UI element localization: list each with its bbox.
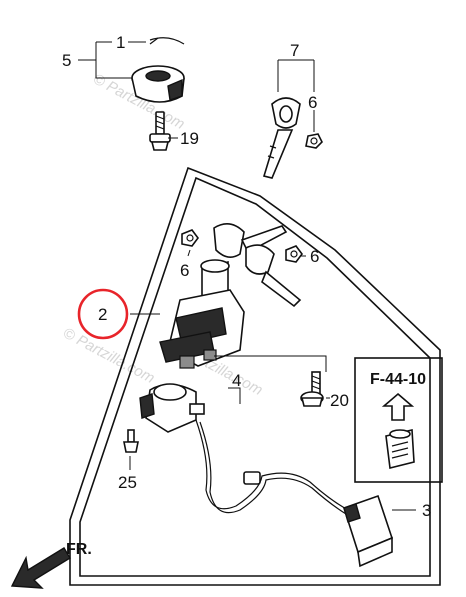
callout-6-left: 6 — [180, 261, 189, 280]
part-20-screw — [300, 371, 324, 407]
front-label: FR. — [66, 541, 92, 558]
part-5-cover-ring — [131, 65, 185, 103]
part-3-connector-box — [343, 494, 393, 568]
part-4-connector — [139, 383, 205, 433]
callout-3: 3 — [422, 501, 431, 520]
assembly-frame — [69, 166, 441, 586]
callout-7: 7 — [290, 41, 299, 60]
callout-20: 20 — [330, 391, 349, 410]
callout-4: 4 — [232, 371, 241, 390]
callout-19: 19 — [180, 129, 199, 148]
part-2-ignition-switch — [159, 223, 302, 369]
callout-6-upper: 6 — [308, 93, 317, 112]
up-arrow-icon — [381, 392, 415, 421]
part-25-screw — [123, 429, 139, 453]
callout-25: 25 — [118, 473, 137, 492]
callout-labels: 1 5 7 6 19 6 6 2 4 20 25 3 — [62, 33, 431, 520]
reference-box: F-44-10 — [354, 357, 443, 483]
part-6-nut-left — [181, 229, 199, 247]
part-1-snap-ring — [149, 37, 185, 45]
callout-6-right: 6 — [310, 247, 319, 266]
part-6-nut-right — [285, 245, 303, 263]
part-6-nut-upper — [305, 133, 323, 149]
callout-5: 5 — [62, 51, 71, 70]
part-4-wire — [195, 419, 349, 515]
callout-2: 2 — [98, 305, 107, 324]
reference-code: F-44-10 — [370, 371, 426, 388]
front-arrow-icon — [10, 547, 71, 589]
front-direction-indicator: FR. — [10, 541, 92, 589]
part-7-key — [262, 97, 301, 179]
callout-1: 1 — [116, 33, 125, 52]
part-19-screw — [149, 111, 171, 151]
highlight-circle — [77, 288, 129, 340]
leader-lines — [78, 41, 416, 511]
